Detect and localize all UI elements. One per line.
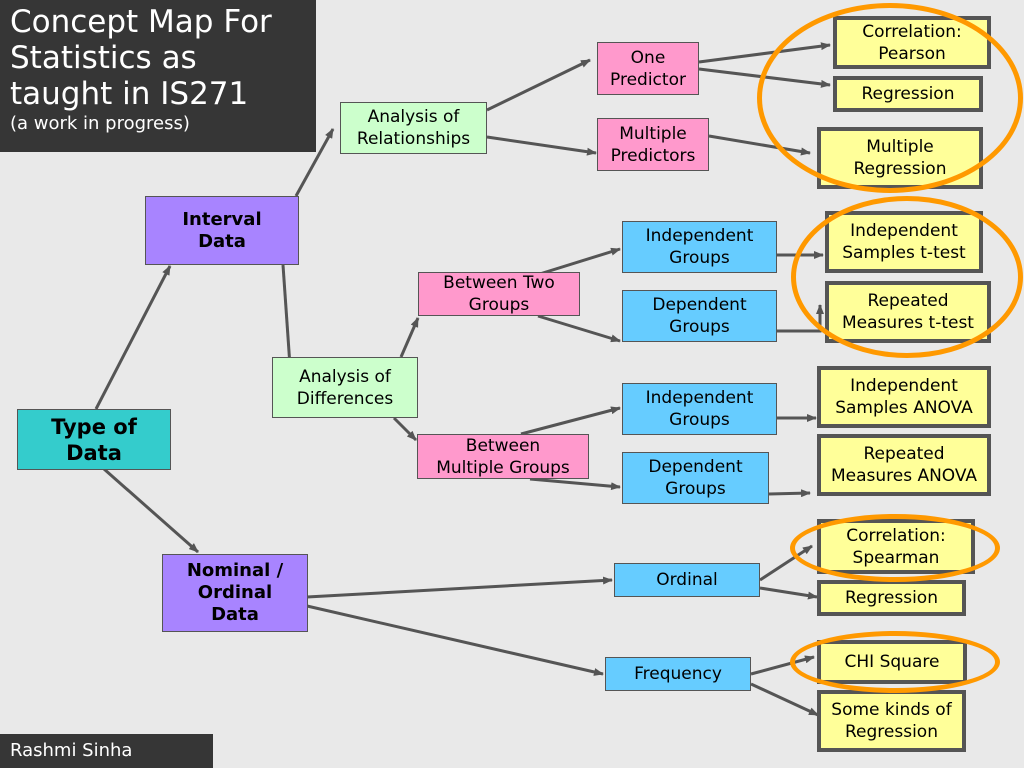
highlight-ring-correlation-regression — [757, 3, 1023, 193]
arrow-relationships-to-multiple-predictors — [486, 135, 597, 156]
arrow-type-to-interval — [94, 265, 172, 410]
node-ordinal: Ordinal — [614, 563, 760, 597]
node-analysis-of-differences: Analysis of Differences — [272, 357, 418, 418]
author-credit: Rashmi Sinha — [0, 734, 213, 768]
arrow-multiple-groups-to-dependent — [529, 477, 621, 491]
node-one-predictor: One Predictor — [597, 42, 699, 95]
node-some-kinds-of-regression: Some kinds of Regression — [817, 690, 966, 752]
highlight-ring-chi-square — [790, 631, 1000, 693]
arrow-dependent-to-anova — [768, 489, 811, 498]
node-repeated-measures-anova: Repeated Measures ANOVA — [817, 434, 991, 496]
arrow-two-groups-to-dependent — [537, 314, 621, 343]
node-regression-ordinal: Regression — [817, 580, 966, 616]
node-multiple-predictors: Multiple Predictors — [597, 118, 709, 171]
node-independent-samples-anova: Independent Samples ANOVA — [817, 366, 991, 428]
node-type-of-data: Type of Data — [17, 409, 171, 470]
arrow-nominal-to-frequency — [306, 604, 604, 676]
node-independent-groups-two: Independent Groups — [622, 221, 777, 273]
arrow-differences-to-two-groups — [399, 317, 420, 358]
node-analysis-of-relationships: Analysis of Relationships — [340, 102, 487, 154]
arrow-ordinal-to-regression — [759, 586, 818, 600]
arrow-type-to-nominal — [103, 467, 199, 554]
arrow-interval-to-differences — [281, 264, 294, 367]
node-dependent-groups-multi: Dependent Groups — [622, 452, 769, 504]
arrow-relationships-to-one-predictor — [486, 58, 591, 112]
title-panel: Concept Map For Statistics as taught in … — [0, 0, 316, 152]
node-between-multiple-groups: Between Multiple Groups — [417, 434, 589, 479]
arrow-nominal-to-ordinal — [306, 576, 613, 599]
node-frequency: Frequency — [605, 657, 751, 691]
page-subtitle: (a work in progress) — [10, 113, 190, 134]
node-independent-groups-multi: Independent Groups — [622, 383, 777, 435]
page-title: Concept Map For Statistics as taught in … — [10, 4, 272, 112]
arrow-differences-to-multiple-groups — [392, 416, 418, 442]
arrow-interval-to-relationships — [294, 128, 335, 197]
highlight-ring-t-tests — [791, 196, 1023, 358]
highlight-ring-spearman — [790, 514, 1000, 582]
node-nominal-ordinal-data: Nominal / Ordinal Data — [162, 554, 308, 632]
node-dependent-groups-two: Dependent Groups — [622, 290, 777, 342]
arrow-multiple-groups-to-independent — [520, 406, 621, 436]
node-interval-data: Interval Data — [145, 196, 299, 265]
arrow-frequency-to-some-regression — [750, 682, 819, 717]
node-between-two-groups: Between Two Groups — [418, 272, 580, 316]
